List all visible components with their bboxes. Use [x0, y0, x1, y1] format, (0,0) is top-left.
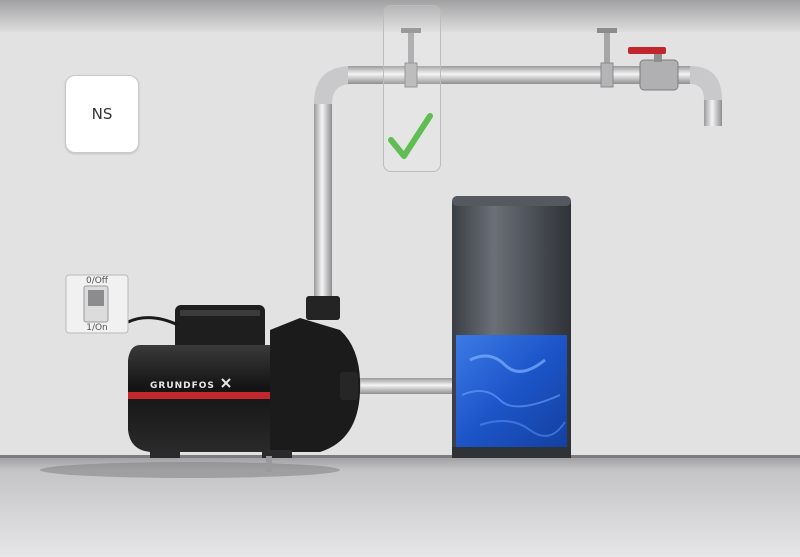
floor-edge [0, 455, 800, 458]
outlet-pipe [704, 100, 722, 126]
pipe-hanger-left [408, 28, 414, 68]
pipe-clamp-left [404, 62, 418, 88]
riser-pipe [314, 100, 332, 305]
pump-shadow [40, 462, 340, 478]
terminal-box [175, 305, 265, 350]
valve-handle [628, 47, 666, 54]
valve-status-highlight [383, 5, 441, 172]
pump-brand: GRUNDFOS [150, 381, 215, 391]
pipe-elbow-left [314, 66, 352, 104]
discharge-flange [306, 296, 340, 320]
switch-off-label: 0/Off [85, 276, 109, 286]
pipe-hanger-right [604, 28, 610, 68]
suction-pipe [350, 378, 460, 394]
pipe-clamp-right [600, 62, 614, 88]
brand-mark-icon [221, 378, 231, 388]
pump-stripe [128, 392, 270, 399]
pump-volute [270, 318, 361, 452]
suction-flange [340, 372, 358, 400]
ns-indicator-label: NS [91, 105, 113, 123]
ns-indicator: NS [65, 75, 139, 153]
switch-on-label: 1/On [86, 323, 108, 333]
ball-valve [639, 59, 679, 91]
power-cable [127, 316, 179, 327]
power-switch-toggle[interactable] [88, 290, 104, 306]
drain-plug [266, 456, 272, 472]
checkmark-icon [388, 113, 433, 159]
